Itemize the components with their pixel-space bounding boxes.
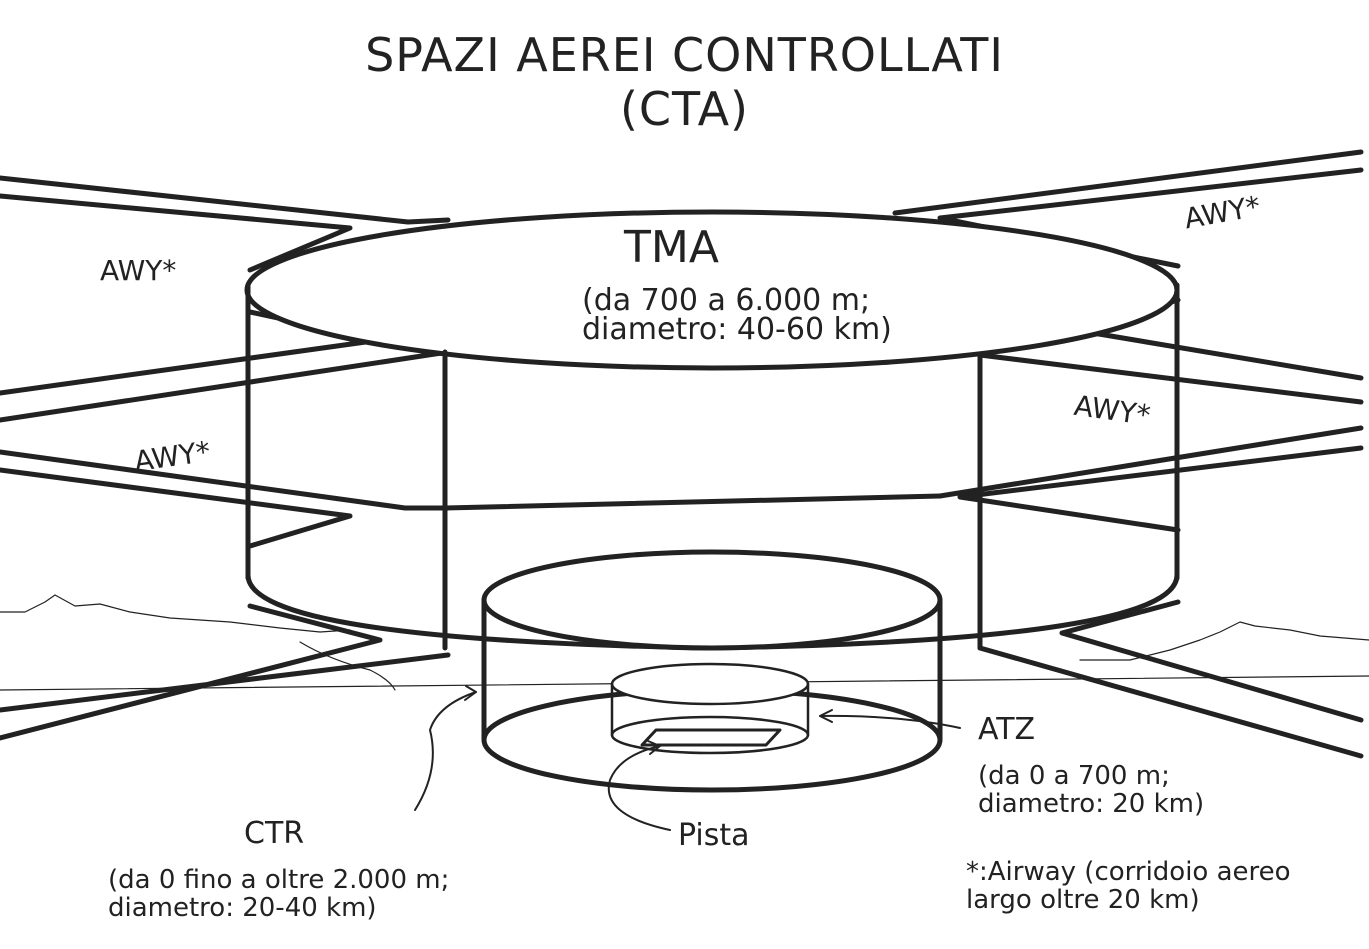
tma-mid-band: [442, 493, 943, 511]
awy-upper-left: [0, 175, 451, 273]
ctr-name: CTR: [244, 816, 305, 851]
pista-arrow-head: [647, 740, 661, 755]
tma-line1: (da 700 a 6.000 m;: [582, 283, 871, 318]
title-line2: (CTA): [619, 82, 749, 136]
footnote-line2: largo oltre 20 km): [966, 885, 1200, 915]
atz-line1: (da 0 a 700 m;: [978, 761, 1170, 791]
ctr-line2: diametro: 20-40 km): [108, 893, 377, 923]
ctr-arrow-head: [464, 685, 477, 701]
pista-arrow: [607, 745, 671, 831]
ctr-arrow: [414, 691, 477, 811]
ctr-line1: (da 0 fino a oltre 2.000 m;: [108, 865, 450, 895]
pista-label: Pista: [678, 818, 750, 853]
terrain-left: [0, 594, 351, 633]
tma-line2: diametro: 40-60 km): [582, 312, 892, 347]
atz-line2: diametro: 20 km): [978, 789, 1205, 819]
atz-bottom-ellipse: [610, 715, 810, 755]
terrain-right: [1079, 621, 1369, 661]
awy-lower-right: [937, 425, 1364, 533]
awy-label-left-upper: AWY*: [100, 254, 177, 287]
runway: [640, 728, 782, 747]
awy-bottom-left: [0, 603, 451, 741]
atz-arrow-head: [819, 709, 833, 723]
atz-arrow: [819, 714, 961, 729]
tma-name: TMA: [624, 222, 719, 273]
title-line1: SPAZI AEREI CONTROLLATI: [365, 28, 1004, 82]
atz-name: ATZ: [978, 712, 1036, 747]
awy-bottom-right: [977, 599, 1364, 759]
awy-mid-left: [0, 449, 451, 549]
footnote-line1: *:Airway (corridoio aereo: [966, 857, 1291, 887]
hill-left: [299, 641, 396, 691]
ctr-top-ellipse: [481, 549, 943, 651]
atz-top-ellipse: [610, 662, 810, 706]
